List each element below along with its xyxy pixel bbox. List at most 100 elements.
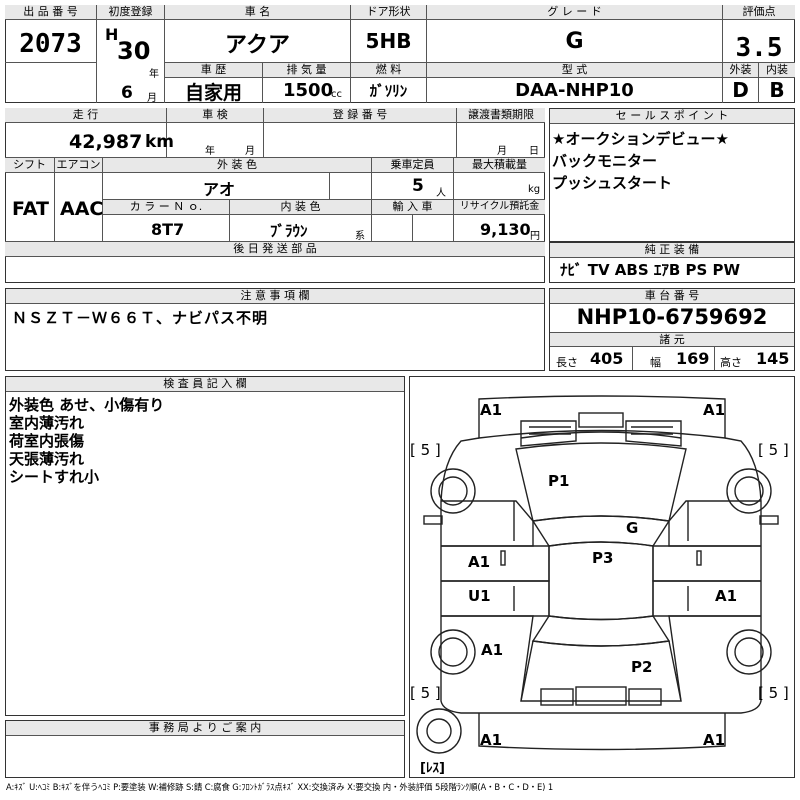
height-label: 高さ xyxy=(720,356,742,369)
score: 3.5 xyxy=(735,33,783,63)
cc-unit: cc xyxy=(331,89,342,100)
length-label: 長さ xyxy=(556,356,578,369)
mark-hood: P1 xyxy=(548,472,570,490)
lot-cell: 出 品 番 号 2073 xyxy=(5,5,97,103)
color-no-label: カ ラ ー Ｎ ｏ. xyxy=(103,200,229,215)
ext-color-cell: 外 装 色 アオ xyxy=(103,158,372,200)
inspector-line: 外装色 あせ、小傷有り xyxy=(9,396,165,414)
tire-rear-right: [ 5 ] xyxy=(758,684,789,702)
int-color: ﾌﾞﾗｳﾝ xyxy=(270,222,308,240)
car-diagram xyxy=(416,395,779,754)
capacity-unit: 人 xyxy=(436,188,446,199)
reg-year: 30 xyxy=(117,37,151,65)
score-cell: 評価点 3.5 xyxy=(723,5,795,63)
mark-trunk: P2 xyxy=(631,658,653,676)
lot-label: 出 品 番 号 xyxy=(5,5,96,20)
width-label: 幅 xyxy=(650,356,661,369)
mark-right-rear-door: A1 xyxy=(715,587,738,605)
import-label: 輸 入 車 xyxy=(372,200,453,215)
mark-left-front-door: A1 xyxy=(468,553,491,571)
tire-rear-left: [ 5 ] xyxy=(410,684,441,702)
car-name: アクア xyxy=(225,33,290,58)
fuel-label: 燃 料 xyxy=(351,63,426,78)
int-color-cell: 内 装 色 ﾌﾞﾗｳﾝ 系 xyxy=(230,200,372,242)
chassis-label: 車 台 番 号 xyxy=(550,289,794,304)
tire-front-right: [ 5 ] xyxy=(758,441,789,459)
inspection-cell: 車 検 年 月 xyxy=(167,108,264,158)
int-grade-cell: 内装 B xyxy=(759,63,795,103)
transfer-cell: 譲渡書類期限 月 日 xyxy=(457,108,545,158)
sales-point: プッシュスタート xyxy=(552,174,673,192)
sales-label: セ ー ル ス ポ イ ン ト xyxy=(550,109,794,124)
int-grade-label: 内装 xyxy=(759,63,795,78)
first-reg-label: 初度登録 xyxy=(97,5,164,20)
door-type: 5HB xyxy=(365,29,412,53)
recycle-cell: リサイクル預託金 9,130 円 xyxy=(454,200,545,242)
mileage: 42,987 xyxy=(69,131,143,153)
mark-front-right: A1 xyxy=(703,401,726,419)
ac-label: エアコン xyxy=(55,158,102,173)
month-unit: 月 xyxy=(147,93,157,104)
int-grade: B xyxy=(769,78,785,102)
model-cell: 型 式 DAA-NHP10 xyxy=(427,63,723,103)
ac: AAC xyxy=(60,198,104,220)
inspector-line: 荷室内張傷 xyxy=(9,432,85,450)
recycle-label: リサイクル預託金 xyxy=(454,200,545,215)
mark-windshield: G xyxy=(626,519,639,537)
chassis-number: NHP10-6759692 xyxy=(576,305,768,329)
ext-grade: D xyxy=(732,78,749,102)
registration-cell: 登 録 番 号 xyxy=(264,108,457,158)
model-code: DAA-NHP10 xyxy=(515,80,634,101)
int-color-unit: 系 xyxy=(355,231,365,242)
spare-tire-mark: [ﾚｽ] xyxy=(420,761,445,776)
grade-cell: グ レ ー ド G xyxy=(427,5,723,63)
sales-point: ★オークションデビュー★ xyxy=(552,130,729,148)
ac-cell: エアコン AAC xyxy=(55,158,103,242)
shift-label: シフト xyxy=(5,158,54,173)
mark-left-rear-fender: A1 xyxy=(481,641,504,659)
history-label: 車 歴 xyxy=(165,63,262,78)
color-no: 8T7 xyxy=(151,220,185,239)
office-panel: 事 務 局 よ り ご 案 内 xyxy=(5,720,405,778)
transfer-label: 譲渡書類期限 xyxy=(457,108,545,123)
insp-month-unit: 月 xyxy=(245,146,255,157)
yen-unit: 円 xyxy=(530,231,540,242)
color-no-cell: カ ラ ー Ｎ ｏ. 8T7 xyxy=(103,200,230,242)
shift-cell: シフト FAT xyxy=(5,158,55,242)
mark-left-rear-door: U1 xyxy=(468,587,491,605)
inspector-line: 室内薄汚れ xyxy=(9,414,85,432)
displacement: 1500 xyxy=(283,80,334,101)
registration-label: 登 録 番 号 xyxy=(264,108,456,123)
mark-front-left: A1 xyxy=(480,401,503,419)
recycle-deposit: 9,130 xyxy=(480,220,531,239)
later-parts-label: 後 日 発 送 部 品 xyxy=(5,242,545,257)
shift: FAT xyxy=(12,198,49,220)
kg-unit: kg xyxy=(528,184,541,195)
load-label: 最大積載量 xyxy=(454,158,545,173)
chassis-panel: 車 台 番 号 NHP10-6759692 諸 元 長さ 405 幅 169 高… xyxy=(549,288,795,371)
length: 405 xyxy=(590,349,624,368)
load-cell: 最大積載量 kg xyxy=(454,158,545,200)
first-reg-cell: 初度登録 H 30 年 6 月 xyxy=(97,5,165,104)
history-cell: 車 歴 自家用 xyxy=(165,63,263,104)
mileage-label: 走 行 xyxy=(5,108,166,123)
car-name-label: 車 名 xyxy=(165,5,350,20)
mark-rear-left: A1 xyxy=(480,731,503,749)
height: 145 xyxy=(756,349,790,368)
insp-year-unit: 年 xyxy=(205,146,215,157)
inspector-label: 検 査 員 記 入 欄 xyxy=(6,377,404,392)
dims-label: 諸 元 xyxy=(550,332,794,347)
history: 自家用 xyxy=(184,82,242,104)
inspector-panel: 検 査 員 記 入 欄 外装色 あせ、小傷有り 室内薄汚れ 荷室内張傷 天張薄汚… xyxy=(5,376,405,716)
ext-grade-cell: 外装 D xyxy=(723,63,759,103)
tire-front-left: [ 5 ] xyxy=(410,441,441,459)
grade: G xyxy=(565,29,584,54)
era: H xyxy=(105,25,119,44)
km-unit: km xyxy=(145,132,175,152)
damage-diagram-panel: A1 A1 P1 G P3 A1 U1 A1 A1 P2 A1 A1 [ 5 ]… xyxy=(409,376,795,778)
mark-roof: P3 xyxy=(592,549,614,567)
ext-grade-label: 外装 xyxy=(723,63,758,78)
inspector-line: シートすれ小 xyxy=(9,468,100,486)
width: 169 xyxy=(676,349,710,368)
damage-legend: A:ｷｽﾞ U:ﾍｺﾐ B:ｷｽﾞを伴うﾍｺﾐ P:要塗装 W:補修跡 S:錆 … xyxy=(6,782,554,792)
